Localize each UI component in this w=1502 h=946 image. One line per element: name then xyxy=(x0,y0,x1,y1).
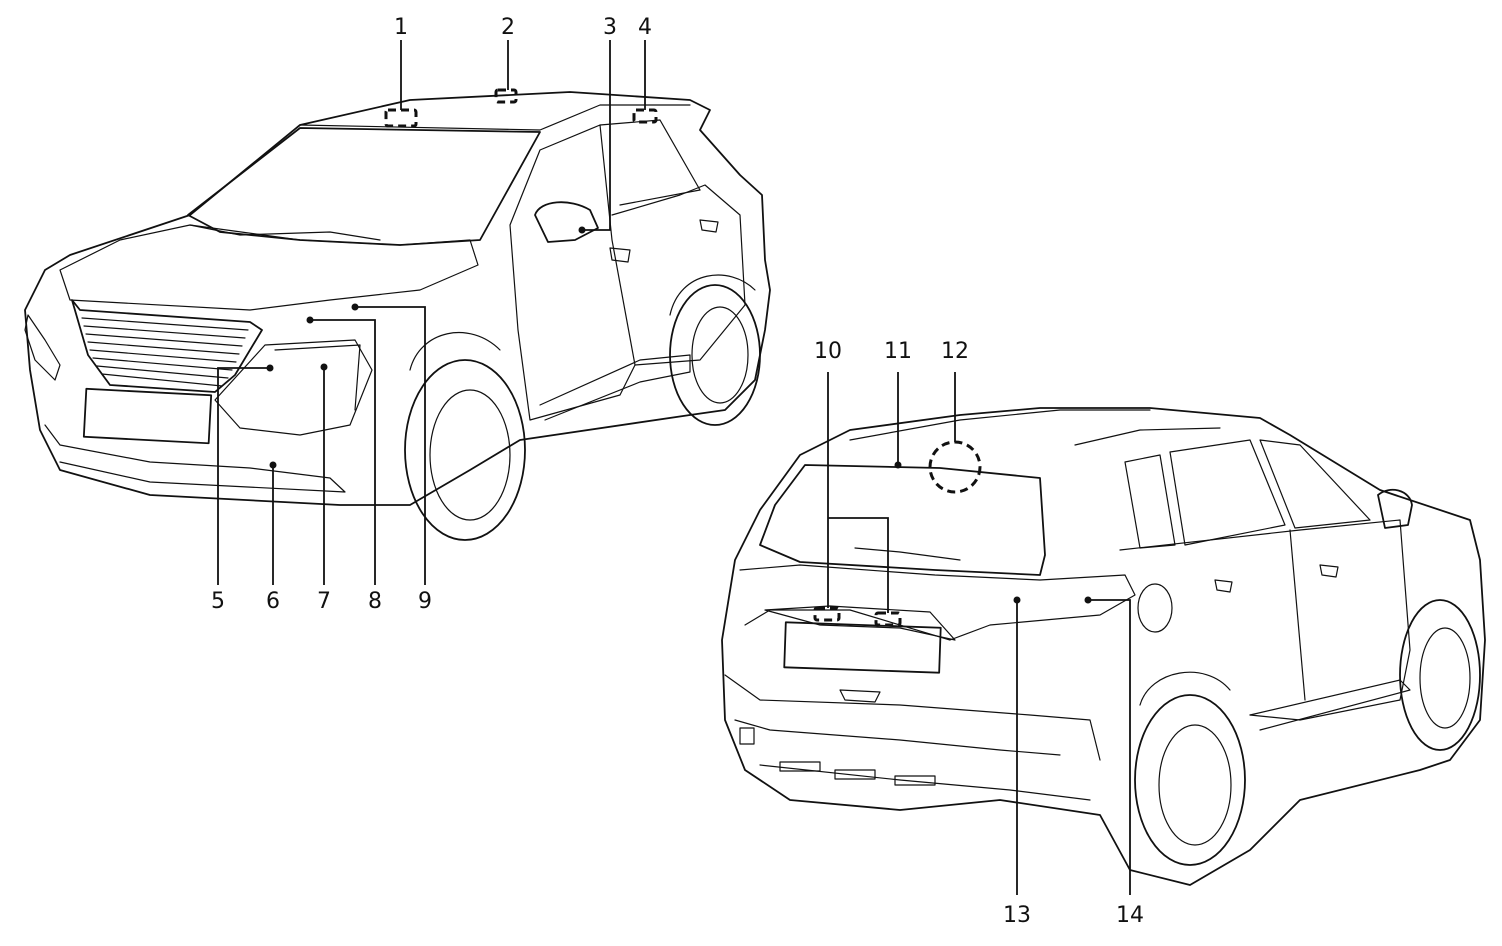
rear-callout-labels: 10 11 12 13 14 xyxy=(814,339,1144,928)
front-fog-area xyxy=(214,339,373,436)
callout-7: 7 xyxy=(317,589,331,614)
leader-14 xyxy=(1088,599,1131,895)
front-roof xyxy=(299,104,691,131)
sensor-marker-10a xyxy=(813,606,841,622)
grille-slats xyxy=(81,317,249,387)
rear-roof-rail xyxy=(849,409,1151,441)
front-headlight-left xyxy=(24,314,61,381)
callout-9: 9 xyxy=(418,589,432,614)
sensor-marker-2 xyxy=(494,88,518,104)
rear-window xyxy=(759,464,1046,576)
front-hood xyxy=(59,224,479,311)
rear-side-window-1 xyxy=(1124,454,1176,549)
side-sill xyxy=(539,354,691,421)
callout-10: 10 xyxy=(814,339,842,364)
leader-10-branch xyxy=(828,517,889,613)
callout-6: 6 xyxy=(266,589,280,614)
front-wheel xyxy=(404,359,526,541)
callout-14: 14 xyxy=(1116,903,1144,928)
front-callout-labels: 1 2 3 4 5 6 7 8 9 xyxy=(211,15,652,614)
front-windshield xyxy=(187,127,541,246)
sensor-marker-1 xyxy=(384,108,418,128)
leader-3 xyxy=(582,40,611,231)
front-wheel-rear-view xyxy=(1399,599,1481,751)
front-leader-lines xyxy=(217,40,646,585)
front-side-mirror xyxy=(534,201,599,243)
rear-side-doors xyxy=(1119,519,1411,721)
rear-wheel-front-view xyxy=(669,284,761,426)
rear-emblem xyxy=(839,689,881,703)
sensor-marker-10b xyxy=(874,611,902,627)
rear-side-sill xyxy=(1249,679,1411,731)
front-license-plate xyxy=(82,387,213,445)
rear-side-mirror xyxy=(1377,488,1413,529)
callout-12: 12 xyxy=(941,339,969,364)
rear-side-window-2 xyxy=(1169,439,1286,546)
rear-lower-diffuser xyxy=(759,764,1091,801)
fuel-door xyxy=(1137,583,1173,633)
front-body-outline xyxy=(24,91,771,506)
door-handle xyxy=(609,247,631,263)
rear-license-plate xyxy=(783,621,942,674)
tail-light-bar xyxy=(764,605,956,641)
rear-side-window-3 xyxy=(1259,439,1371,529)
leader-9 xyxy=(355,306,426,585)
rear-body-outline xyxy=(721,407,1486,886)
leader-8 xyxy=(310,319,376,585)
sensor-marker-12 xyxy=(928,440,982,494)
leader-5 xyxy=(217,367,270,585)
front-wiper xyxy=(189,224,381,241)
tailgate xyxy=(739,564,1136,641)
callout-13: 13 xyxy=(1003,903,1031,928)
front-lower-bumper xyxy=(44,424,346,493)
callout-4: 4 xyxy=(638,15,652,40)
front-grille xyxy=(71,299,263,393)
callout-1: 1 xyxy=(394,15,408,40)
callout-8: 8 xyxy=(368,589,382,614)
rear-wiper xyxy=(854,547,961,561)
rear-leader-lines xyxy=(827,372,1131,895)
callout-2: 2 xyxy=(501,15,515,40)
rear-bumper xyxy=(724,674,1101,761)
rear-vehicle-illustration xyxy=(721,407,1486,886)
callout-5: 5 xyxy=(211,589,225,614)
front-door xyxy=(509,124,636,421)
sensor-marker-4 xyxy=(632,108,658,124)
rear-wheel xyxy=(1134,694,1246,866)
callout-3: 3 xyxy=(603,15,617,40)
callout-11: 11 xyxy=(884,339,912,364)
front-vehicle-illustration xyxy=(24,91,771,541)
rear-door xyxy=(611,184,746,366)
